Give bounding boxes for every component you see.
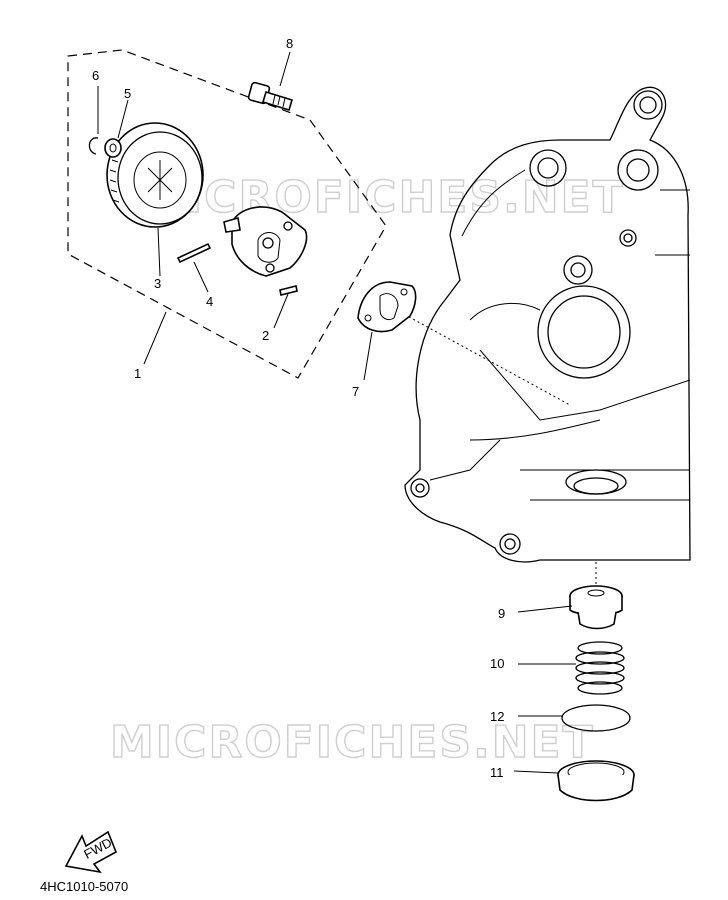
callout-5: 5 — [124, 86, 131, 101]
callout-10: 10 — [490, 656, 504, 671]
dowel-part-2 — [279, 285, 298, 296]
clip-part-6 — [88, 137, 99, 155]
gasket-part-7 — [357, 281, 417, 333]
rotor-plate-part-3 — [106, 122, 204, 228]
spring-part-10 — [575, 641, 625, 695]
drain-plug-part-11 — [557, 760, 635, 802]
crankcase — [404, 86, 691, 563]
callout-1: 1 — [134, 366, 141, 381]
callout-3: 3 — [154, 276, 161, 291]
fwd-arrow-icon: FWD — [64, 830, 118, 874]
callout-4: 4 — [206, 294, 213, 309]
callout-9: 9 — [498, 606, 505, 621]
leader-lines — [97, 51, 576, 774]
pin-part-4 — [176, 242, 212, 264]
washer-part-5 — [104, 138, 122, 158]
strainer-cap-part-9 — [569, 585, 623, 630]
callout-12: 12 — [490, 709, 504, 724]
diagram-code: 4HC1010-5070 — [40, 879, 128, 894]
callout-2: 2 — [262, 328, 269, 343]
callout-11: 11 — [490, 765, 504, 780]
watermark-bottom: MICROFICHES.NET — [110, 717, 595, 768]
bolt-part-8 — [247, 81, 293, 112]
callout-8: 8 — [286, 36, 293, 51]
alignment-line-gasket — [399, 311, 571, 406]
callout-6: 6 — [92, 68, 99, 83]
callout-7: 7 — [352, 384, 359, 399]
o-ring-part-12 — [561, 704, 631, 732]
oil-pump-body — [223, 206, 308, 277]
watermark-top: MICROFICHES.NET — [140, 172, 625, 223]
